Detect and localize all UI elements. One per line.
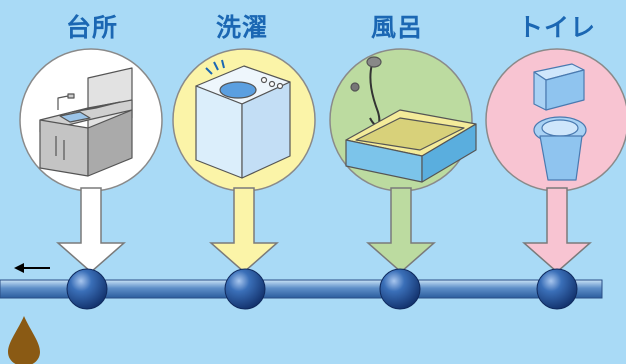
- label-laundry: 洗濯: [215, 13, 268, 42]
- washing-machine-icon: [195, 59, 291, 179]
- label-kitchen: 台所: [65, 13, 118, 42]
- pipe-joint-kitchen: [66, 268, 108, 310]
- main-drain-pipe: [0, 279, 603, 299]
- arrow-toilet: [522, 187, 592, 273]
- flow-direction-arrow: [14, 263, 50, 273]
- label-bath: 風呂: [370, 13, 423, 42]
- toilet-icon: [533, 63, 587, 181]
- arrow-kitchen: [56, 187, 126, 273]
- water-drop-icon: [8, 316, 40, 364]
- label-toilet: トイレ: [517, 13, 596, 42]
- pipe-joint-bath: [379, 268, 421, 310]
- arrow-laundry: [209, 187, 279, 273]
- kitchen-sink-icon: [39, 67, 133, 177]
- bathtub-icon: [345, 56, 477, 183]
- pipe-joint-toilet: [536, 268, 578, 310]
- pipe-joint-laundry: [224, 268, 266, 310]
- arrow-bath: [366, 187, 436, 273]
